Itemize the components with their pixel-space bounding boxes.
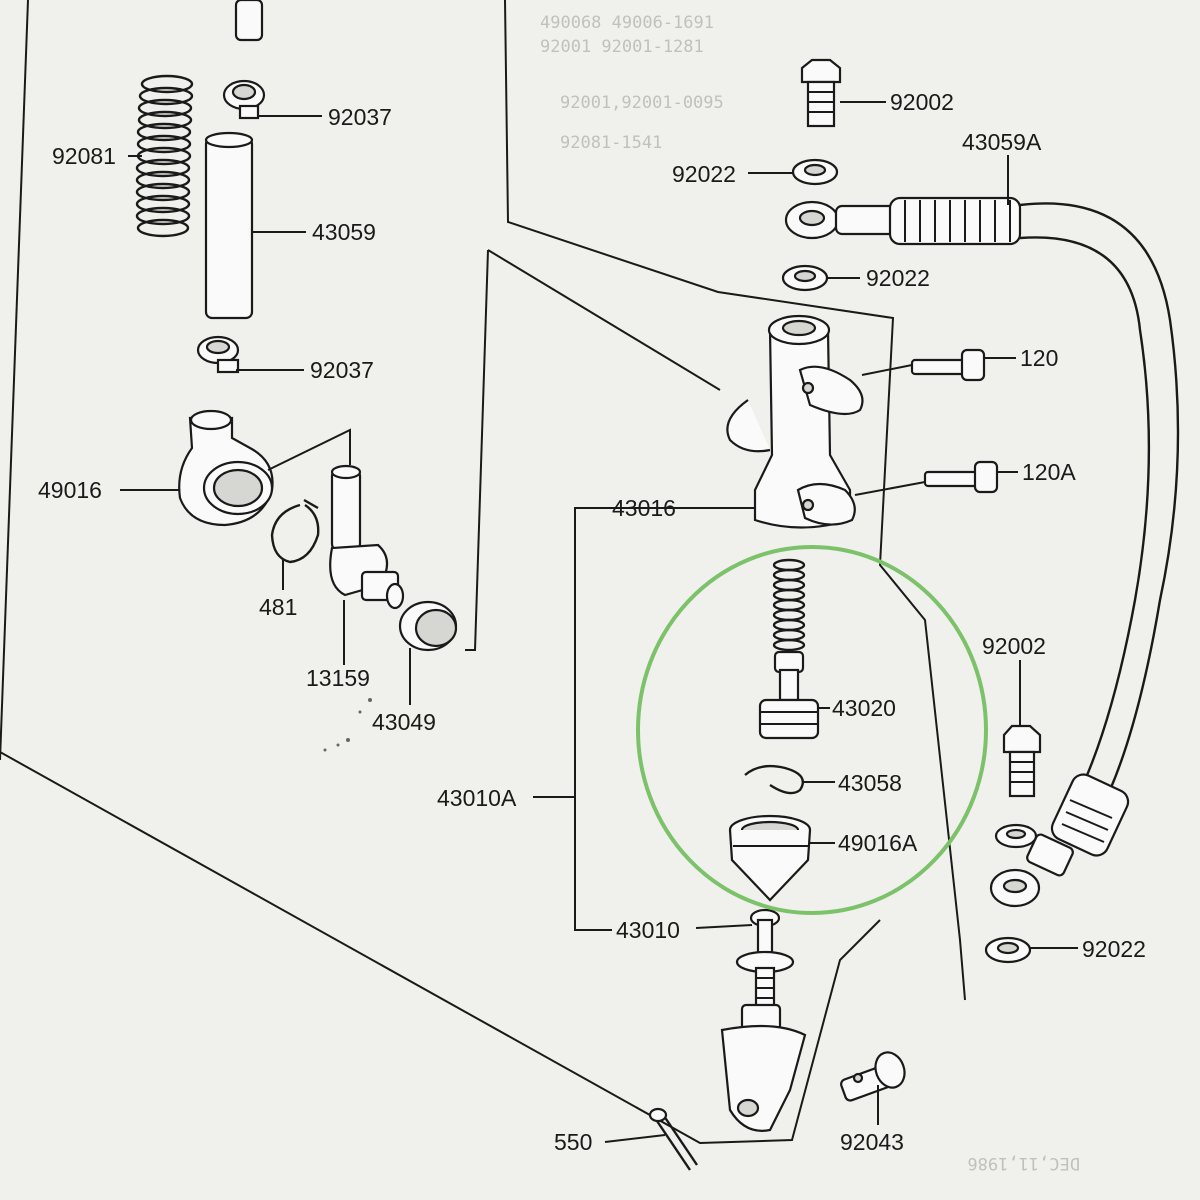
clamp-92037-top [222,79,266,120]
reservoir-cap-49016 [178,409,274,527]
label-49016A: 49016A [838,830,918,856]
label-92022-right: 92022 [1082,936,1146,962]
washer-92022-right-upper [994,823,1038,849]
frame-right-boundary [504,0,966,1001]
grommet-43049 [398,600,458,652]
hose-43059A [784,196,1180,908]
clip-43058 [744,764,805,795]
label-43016: 43016 [612,495,676,521]
washer-92022-right-lower [984,936,1032,964]
leader-lines [120,101,1078,1143]
pin-92043 [840,1051,906,1102]
fitting-13159 [329,464,405,610]
highlight-circle [636,545,988,915]
label-92022-top: 92022 [672,161,736,187]
label-92043: 92043 [840,1129,904,1155]
banjo-bolt-92002-right [1002,724,1042,798]
label-92037-mid: 92037 [310,357,374,383]
label-481: 481 [259,594,297,620]
label-92002-right: 92002 [982,633,1046,659]
circlip-481 [270,498,320,564]
ghost-row-1: 490068 49006-1691 [540,13,714,33]
screw-120 [910,348,986,382]
screw-120A [923,460,999,494]
piston-43020 [758,558,820,740]
label-43010A: 43010A [437,785,517,811]
washer-92022-mid [781,264,829,292]
bleed-through-text: 490068 49006-1691 92001 92001-1281 92001… [540,13,1080,1173]
label-13159: 13159 [306,665,370,691]
tube-43059 [204,131,254,320]
cotter-pin-550 [648,1107,698,1171]
label-92037-top: 92037 [328,104,392,130]
ghost-row-4: 92081-1541 [560,133,662,153]
tube-stub-top [234,0,264,42]
clamp-92037-mid [196,335,240,374]
pushrod-43010 [720,908,807,1132]
frame-cylinder-link [487,249,721,391]
label-92022-mid: 92022 [866,265,930,291]
label-120: 120 [1020,345,1058,371]
label-43058: 43058 [838,770,902,796]
frame-center-boundary [465,249,489,651]
print-speckles [323,698,372,752]
label-43049: 43049 [372,709,436,735]
frame-left-edge [0,0,29,761]
washer-92022-top [791,158,839,186]
frame-lower-boundary [0,751,881,1145]
master-cylinder-43016 [726,314,864,529]
label-550: 550 [554,1129,592,1155]
label-120A: 120A [1022,459,1076,485]
label-49016: 49016 [38,477,102,503]
ghost-row-3: 92001,92001-0095 [560,93,724,113]
label-43020: 43020 [832,695,896,721]
banjo-bolt-92002-top [800,58,842,128]
label-43010: 43010 [616,917,680,943]
spring-92081 [135,74,194,238]
label-43059: 43059 [312,219,376,245]
boot-49016A [728,814,812,902]
label-92002-top: 92002 [890,89,954,115]
label-92081: 92081 [52,143,116,169]
ghost-row-2: 92001 92001-1281 [540,37,704,57]
part-labels: 92037 92081 43059 92037 49016 481 13159 … [38,89,1146,1155]
label-43059A: 43059A [962,129,1042,155]
frame-lines [0,0,966,1145]
ghost-date: DEC,11,1986 [967,1153,1080,1173]
